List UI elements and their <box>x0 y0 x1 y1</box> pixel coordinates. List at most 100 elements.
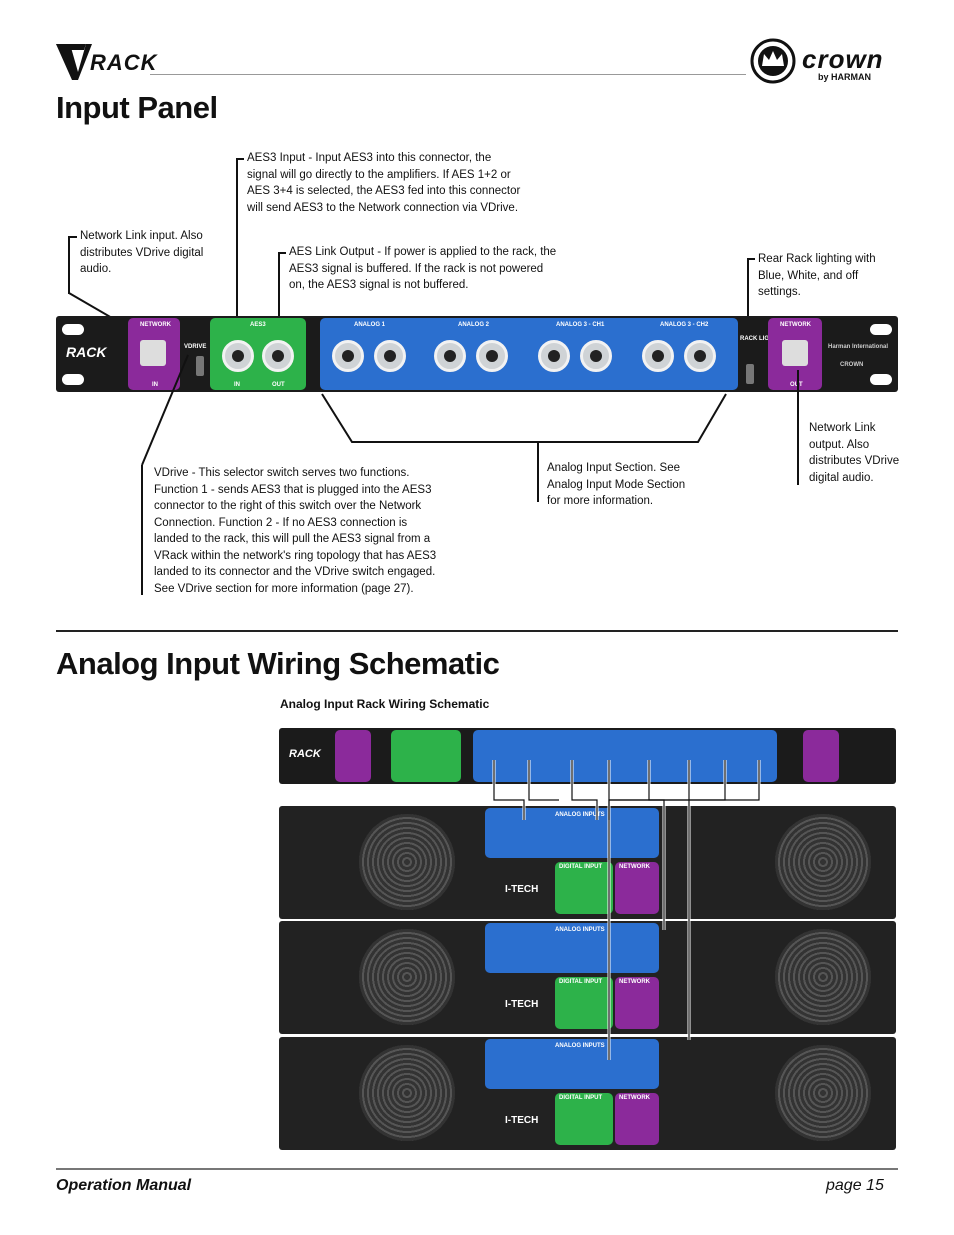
vdrive-switch[interactable] <box>196 356 204 376</box>
schematic-aes3 <box>391 730 461 782</box>
network-in-in-label: IN <box>152 382 158 388</box>
network-out-label: NETWORK <box>780 322 811 328</box>
amp-itech-label: I-TECH <box>505 884 539 895</box>
crown-logo: crown by HARMAN <box>750 38 900 88</box>
leader-aeslink-v <box>278 252 280 336</box>
analog1-in-xlr[interactable] <box>332 340 364 372</box>
rack-vrack-logo: RACK <box>66 344 107 360</box>
amplifier-3: ANALOG INPUTS DIGITAL INPUT NETWORK I-TE… <box>279 1037 896 1150</box>
analog1-out-xlr[interactable] <box>374 340 406 372</box>
crown-brand-text: crown <box>802 44 884 74</box>
rack-ear-hole <box>870 374 892 385</box>
amp-digital-label: DIGITAL INPUT <box>559 1095 603 1101</box>
analog-input-section: ANALOG 1 ANALOG 2 ANALOG 3 - CH1 ANALOG … <box>320 318 738 390</box>
wiring-lines <box>492 760 761 1060</box>
analog3-ch1-in-xlr[interactable] <box>538 340 570 372</box>
amp-digital-label: DIGITAL INPUT <box>559 979 603 985</box>
amp-network: NETWORK <box>615 862 659 914</box>
analog3-ch1-out-xlr[interactable] <box>580 340 612 372</box>
rack-lights-switch[interactable] <box>746 364 754 384</box>
vrack-v-icon <box>56 44 92 80</box>
amp-network-label: NETWORK <box>619 979 650 985</box>
network-input-panel: NETWORK IN <box>128 318 180 390</box>
amp-analog-label: ANALOG INPUTS <box>555 812 605 818</box>
aes3-panel: AES3 IN OUT <box>210 318 306 390</box>
leader-vdrive <box>141 354 189 595</box>
amp-fan-right <box>775 1045 871 1141</box>
vrack-input-panel: RACK NETWORK IN VDRIVE AES3 IN OUT ANALO… <box>56 316 898 392</box>
analog3-ch2-out-xlr[interactable] <box>684 340 716 372</box>
leader-network-out-v <box>797 370 799 485</box>
network-out-out-label: OUT <box>790 382 803 388</box>
amp-network: NETWORK <box>615 977 659 1029</box>
amp-analog-inputs: ANALOG INPUTS <box>485 1039 659 1089</box>
amp-network-label: NETWORK <box>619 864 650 870</box>
schematic-network-out <box>803 730 839 782</box>
network-in-jack[interactable] <box>140 340 166 366</box>
amp-fan-right <box>775 929 871 1025</box>
aes3-out-xlr[interactable] <box>262 340 294 372</box>
analog3-ch1-label: ANALOG 3 - CH1 <box>556 322 605 328</box>
analog1-label: ANALOG 1 <box>354 322 386 328</box>
leader-aes3-v <box>236 158 238 336</box>
analog3-ch2-in-xlr[interactable] <box>642 340 674 372</box>
schematic-title: Analog Input Wiring Schematic <box>56 646 500 681</box>
amp-itech-label: I-TECH <box>505 1115 539 1126</box>
analog2-out-xlr[interactable] <box>476 340 508 372</box>
leader-aeslink-h <box>278 252 286 254</box>
network-out-jack[interactable] <box>782 340 808 366</box>
analog2-in-xlr[interactable] <box>434 340 466 372</box>
vrack-logo: RACK <box>56 42 171 80</box>
amp-fan-right <box>775 814 871 910</box>
leader-aes3-h <box>236 158 244 160</box>
leader-analog-v <box>537 442 539 502</box>
vdrive-label: VDRIVE <box>184 344 207 350</box>
vrack-logo-text: RACK <box>90 50 158 75</box>
harman-label: Harman International <box>828 344 889 350</box>
amp-analog-label: ANALOG INPUTS <box>555 927 605 933</box>
leader-rack-lights-h <box>747 258 755 260</box>
rack-ear-hole <box>62 374 84 385</box>
amp-digital-input: DIGITAL INPUT <box>555 977 613 1029</box>
analog-section-bracket <box>321 393 727 443</box>
aes3-in-label: IN <box>234 382 240 388</box>
amp-analog-label: ANALOG INPUTS <box>555 1043 605 1049</box>
network-in-label: NETWORK <box>140 322 171 328</box>
leader-network-in <box>68 236 77 238</box>
amp-network: NETWORK <box>615 1093 659 1145</box>
amp-digital-input: DIGITAL INPUT <box>555 862 613 914</box>
analog2-label: ANALOG 2 <box>458 322 490 328</box>
section-divider <box>56 630 898 632</box>
amp-fan-left <box>359 929 455 1025</box>
aes3-in-xlr[interactable] <box>222 340 254 372</box>
callout-analog-input-section: Analog Input Section. See Analog Input M… <box>547 462 686 507</box>
header-rule <box>150 74 746 75</box>
callout-network-link-output: Network Link output. Also distributes VD… <box>809 422 900 484</box>
amplifier-2: ANALOG INPUTS DIGITAL INPUT NETWORK I-TE… <box>279 921 896 1034</box>
amp-analog-inputs: ANALOG INPUTS <box>485 923 659 973</box>
crown-small-label: CROWN <box>840 362 864 368</box>
rack-ear-hole <box>62 324 84 335</box>
callout-aes-link-output: AES Link Output - If power is applied to… <box>289 246 557 291</box>
rack-ear-hole <box>870 324 892 335</box>
footer-rule <box>56 1168 898 1170</box>
amp-fan-left <box>359 814 455 910</box>
footer-operation-manual: Operation Manual <box>56 1177 192 1194</box>
aes3-out-label: OUT <box>272 382 285 388</box>
input-panel-title: Input Panel <box>56 90 218 125</box>
amp-digital-label: DIGITAL INPUT <box>559 864 603 870</box>
crown-emblem-icon <box>750 38 796 84</box>
amp-analog-inputs: ANALOG INPUTS <box>485 808 659 858</box>
amp-itech-label: I-TECH <box>505 999 539 1010</box>
callout-vdrive: VDrive - This selector switch serves two… <box>154 467 437 595</box>
aes3-label: AES3 <box>250 322 266 328</box>
callout-aes3-input: AES3 Input - Input AES3 into this connec… <box>247 152 521 214</box>
schematic-network-in <box>335 730 371 782</box>
rack-lights-label: RACK LIGHTS <box>740 336 781 342</box>
crown-brand-sub: by HARMAN <box>818 72 871 82</box>
callout-network-link-input: Network Link input. Also distributes VDr… <box>80 230 204 275</box>
analog3-ch2-label: ANALOG 3 - CH2 <box>660 322 709 328</box>
amplifier-1: ANALOG INPUTS DIGITAL INPUT NETWORK I-TE… <box>279 806 896 919</box>
schematic-vrack-logo: RACK <box>289 748 321 760</box>
schematic-subtitle: Analog Input Rack Wiring Schematic <box>280 697 490 711</box>
